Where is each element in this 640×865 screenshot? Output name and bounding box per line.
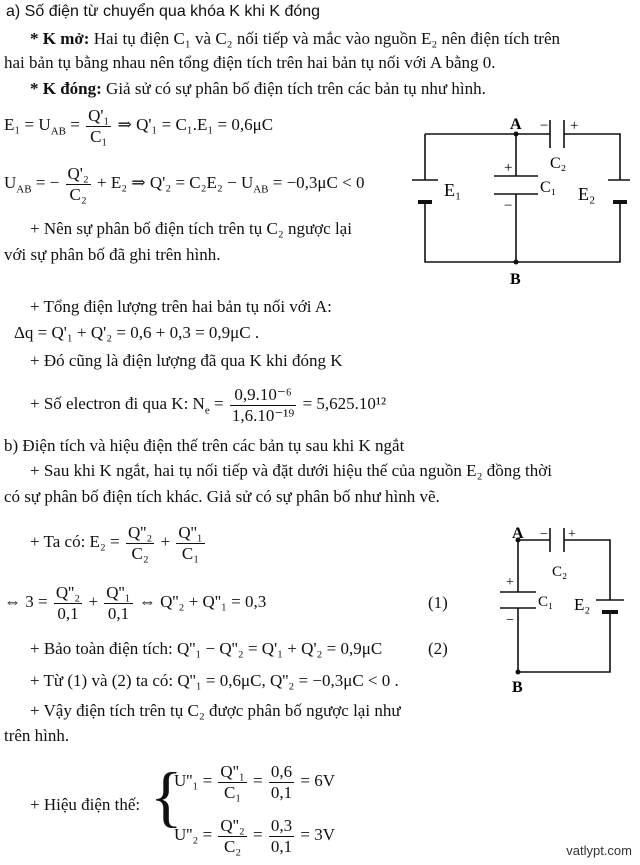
result-line: + Từ (1) và (2) ta có: Q''₁ = 0,6μC, Q''… bbox=[30, 671, 399, 690]
e1-label: E₁ bbox=[444, 180, 461, 200]
k-charge-line: + Đó cũng là điện lượng đã qua K khi đón… bbox=[30, 351, 343, 370]
circuit-diagram-2: A B − + C₂ + − C₁ E₂ bbox=[500, 526, 624, 696]
node-b2-label: B bbox=[512, 679, 523, 696]
conclusion-line2: trên hình. bbox=[4, 726, 70, 745]
c1-minus-sign: − bbox=[504, 198, 512, 214]
node-a2-label: A bbox=[512, 526, 524, 542]
note-line2: với sự phân bố đã ghi trên hình. bbox=[4, 245, 221, 264]
c1-label: C₁ bbox=[540, 179, 556, 196]
c1-plus-sign: + bbox=[504, 160, 512, 176]
after-line1: + Sau khi K ngắt, hai tụ nối tiếp và đặt… bbox=[30, 461, 552, 480]
c2b-plus-sign: + bbox=[568, 527, 576, 542]
c1b-minus-sign: − bbox=[506, 613, 514, 628]
delta-q-line: Δq = Q'₁ + Q'₂ = 0,6 + 0,3 = 0,9μC . bbox=[14, 323, 260, 342]
c2-label: C₂ bbox=[550, 155, 566, 172]
watermark: vatlypt.com bbox=[566, 843, 632, 858]
e2b-label: E₂ bbox=[574, 595, 590, 614]
equation-tag-2: (2) bbox=[428, 639, 448, 658]
c1b-plus-sign: + bbox=[506, 575, 514, 590]
node-b-label: B bbox=[510, 271, 521, 288]
c2-plus-sign: + bbox=[570, 118, 578, 134]
c2-minus-sign: − bbox=[540, 118, 548, 134]
voltage-label: + Hiệu điện thế: bbox=[30, 795, 141, 814]
part-b-heading: b) Điện tích và hiệu điện thế trên các b… bbox=[4, 436, 405, 455]
c2b-minus-sign: − bbox=[540, 527, 548, 542]
part-a-heading: a) Số điện từ chuyển qua khóa K khi K đó… bbox=[6, 3, 321, 20]
e2-label: E₂ bbox=[578, 184, 595, 204]
k-closed-text: Giả sử có sự phân bố điện tích trên các … bbox=[106, 79, 486, 98]
note-line1: + Nên sự phân bố điện tích trên tụ C₂ ng… bbox=[30, 219, 352, 238]
circuit-diagram-1: A B − + C₂ + − C₁ E₁ E₂ bbox=[412, 116, 630, 288]
node-a-label: A bbox=[510, 116, 522, 133]
after-line2: có sự phân bố điện tích khác. Giả sử có … bbox=[4, 487, 440, 506]
c1b-label: C₁ bbox=[538, 594, 553, 610]
k-open-label: * K mở: bbox=[30, 29, 90, 48]
charge-conservation: + Bảo toàn điện tích: Q''₁ − Q''₂ = Q'₁ … bbox=[30, 639, 383, 658]
k-closed-label: * K đóng: bbox=[30, 79, 102, 98]
k-open-line1: Hai tụ điện C₁ và C₂ nối tiếp và mắc vào… bbox=[93, 29, 560, 48]
equation-tag-1: (1) bbox=[428, 593, 448, 612]
k-open-line2: hai bản tụ bằng nhau nên tổng điện tích … bbox=[4, 53, 496, 72]
total-charge-line: + Tổng điện lượng trên hai bản tụ nối vớ… bbox=[30, 297, 332, 316]
c2b-label: C₂ bbox=[552, 564, 567, 580]
left-brace: { bbox=[150, 758, 183, 834]
conclusion-line1: + Vậy điện tích trên tụ C₂ được phân bố … bbox=[30, 701, 401, 720]
k-open-paragraph: * K mở: Hai tụ điện C₁ và C₂ nối tiếp và… bbox=[30, 30, 560, 47]
k-closed-paragraph: * K đóng: Giả sử có sự phân bố điện tích… bbox=[30, 80, 486, 97]
